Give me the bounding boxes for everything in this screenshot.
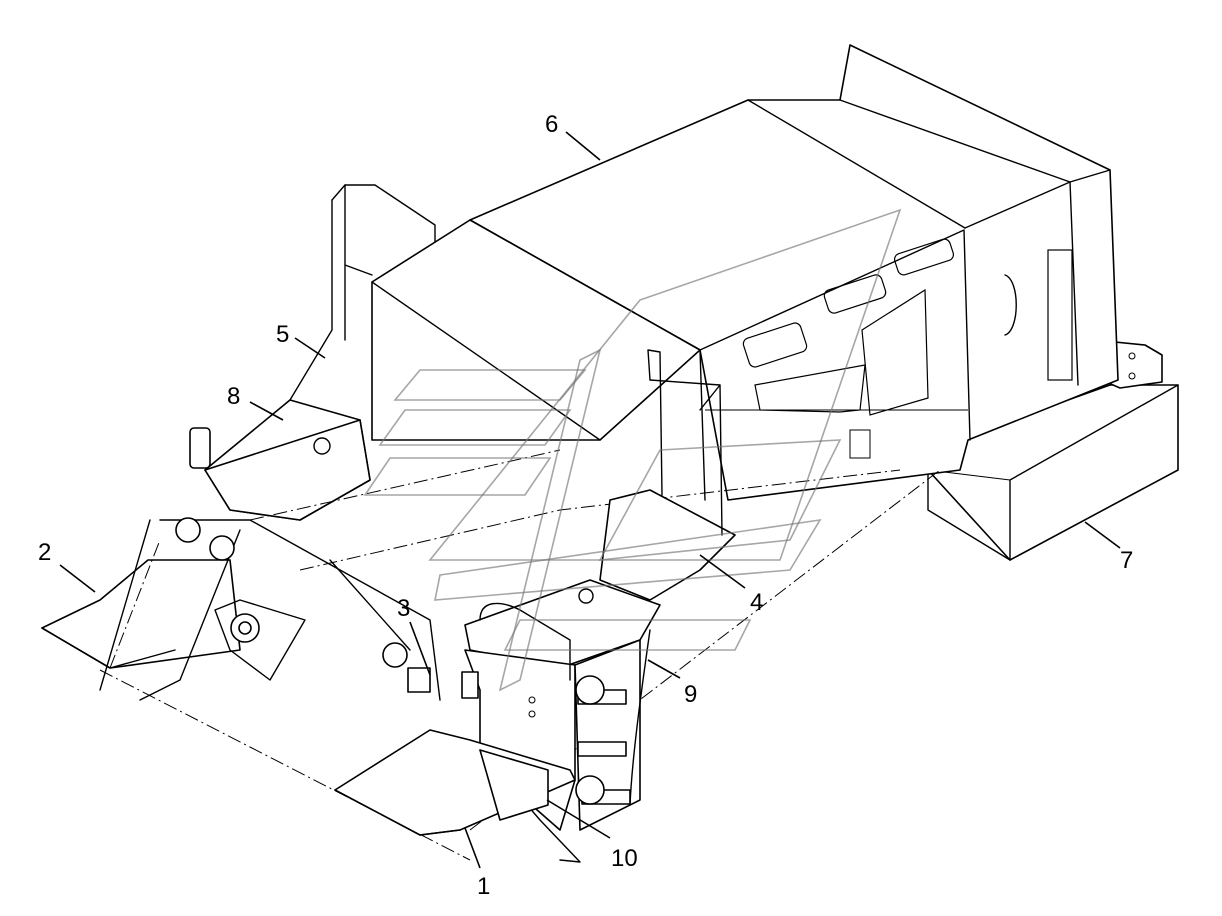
callout-4: 4 — [699, 554, 763, 616]
callout-7-label: 7 — [1120, 547, 1133, 574]
callout-1-label: 1 — [477, 873, 490, 900]
callout-4-label: 4 — [750, 589, 763, 616]
callout-3-label: 3 — [397, 595, 410, 622]
callout-2-label: 2 — [38, 539, 51, 566]
callout-1: 1 — [464, 827, 490, 900]
callout-2: 2 — [38, 539, 96, 593]
callout-9-label: 9 — [684, 681, 697, 708]
callout-6: 6 — [545, 111, 601, 161]
hopper-and-arms — [41, 517, 471, 861]
callout-7: 7 — [1084, 521, 1133, 574]
callout-9: 9 — [647, 659, 697, 708]
callout-8-label: 8 — [227, 383, 240, 410]
callout-8: 8 — [227, 383, 284, 421]
callout-10: 10 — [546, 799, 638, 872]
callout-5: 5 — [276, 321, 326, 359]
callout-5-label: 5 — [276, 321, 289, 348]
right-operator-platform — [334, 349, 736, 863]
watermark-logo — [363, 208, 902, 692]
callout-10-label: 10 — [611, 845, 638, 872]
engine-hood — [469, 44, 1119, 501]
left-platform — [189, 184, 701, 521]
callout-3: 3 — [397, 595, 431, 676]
callout-6-label: 6 — [545, 111, 558, 138]
